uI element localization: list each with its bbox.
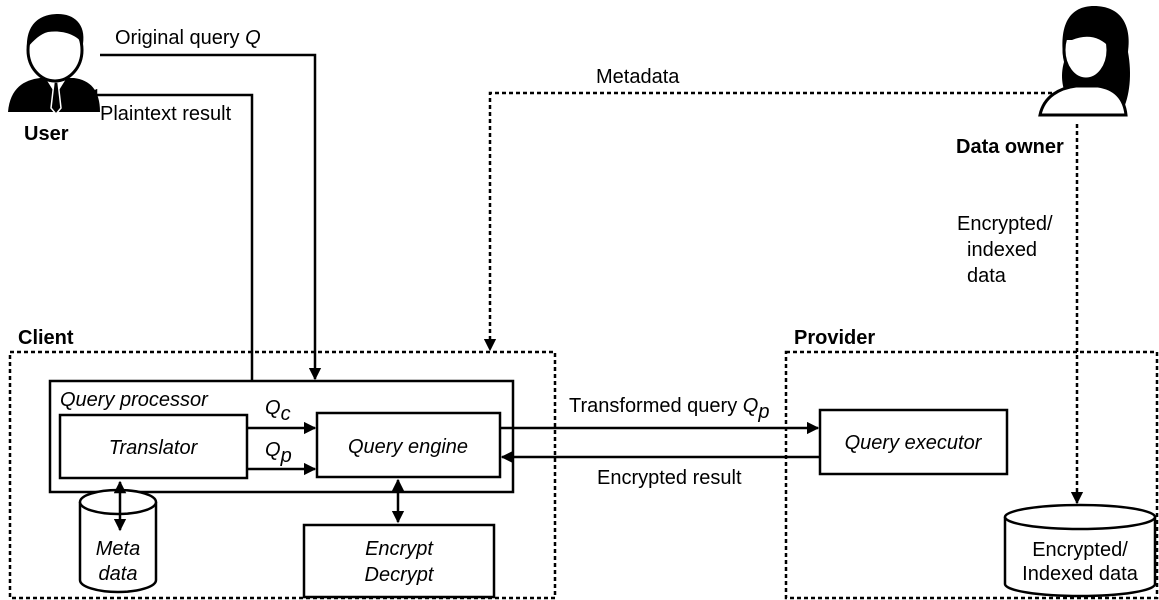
qc-label: Qc (265, 397, 291, 425)
user-icon (8, 14, 100, 116)
query-engine-box (315, 411, 502, 479)
encrypt-label: Encrypt (365, 538, 434, 560)
provider-label: Provider (794, 327, 875, 349)
data-owner-label: Data owner (956, 136, 1064, 158)
plaintext-result-label: Plaintext result (100, 103, 232, 125)
provider-region (784, 350, 1159, 600)
provider-db-label-line2: Indexed data (1022, 563, 1139, 585)
query-executor-label: Query executor (845, 432, 983, 454)
original-query-arrow (100, 53, 322, 381)
user-label: User (24, 123, 69, 145)
encrypted-indexed-label-line3: data (967, 265, 1007, 287)
query-processor-label: Query processor (60, 389, 209, 411)
decrypt-label: Decrypt (365, 564, 435, 586)
metadata-label: Metadata (596, 66, 680, 88)
query-executor-box (818, 408, 1009, 476)
provider-db-icon (1003, 503, 1157, 598)
encrypted-indexed-label-line2: indexed (967, 239, 1037, 261)
metadata-db-label-line2: data (99, 563, 138, 585)
metadata-arrow (483, 91, 1052, 352)
encrypt-decrypt-box (302, 523, 496, 599)
client-label: Client (18, 327, 74, 349)
provider-db-label-line1: Encrypted/ (1032, 539, 1128, 561)
translator-label: Translator (109, 437, 199, 459)
metadata-db-label-line1: Meta (96, 538, 140, 560)
encrypted-result-label: Encrypted result (597, 467, 742, 489)
encrypted-indexed-label-line1: Encrypted/ (957, 213, 1053, 235)
transformed-query-label: Transformed query Qp (569, 395, 769, 423)
original-query-label: Original query Q (115, 27, 261, 49)
query-engine-label: Query engine (348, 436, 468, 458)
translator-box (58, 413, 249, 480)
client-region (8, 350, 557, 600)
qp-label: Qp (265, 439, 292, 467)
data-owner-icon (1038, 6, 1130, 117)
plaintext-result-arrow (84, 88, 254, 381)
